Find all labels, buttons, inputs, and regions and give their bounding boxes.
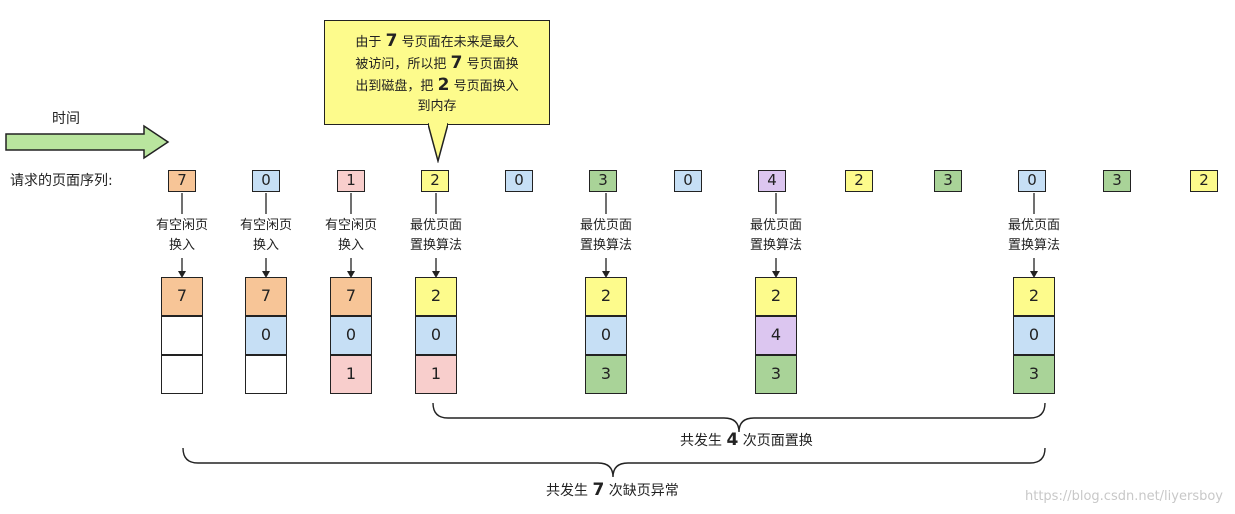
frame-cell: 7 xyxy=(330,277,372,316)
frame-cell: 3 xyxy=(1013,355,1055,394)
step-label-line1: 最优页面 xyxy=(749,218,802,233)
frame-cell: 0 xyxy=(245,316,287,355)
sequence-cell: 2 xyxy=(845,170,873,192)
frame-cell xyxy=(245,355,287,394)
step-label-line1: 最优页面 xyxy=(409,218,462,233)
sequence-cell: 2 xyxy=(1190,170,1218,192)
step-label-line1: 有空闲页 xyxy=(239,218,292,233)
step-label-line1: 有空闲页 xyxy=(155,218,208,233)
time-arrow-icon xyxy=(5,124,170,160)
step-label-line2: 换入 xyxy=(337,238,364,253)
summary-page-faults: 共发生 7 次缺页异常 xyxy=(546,480,679,500)
frame-cell xyxy=(161,355,203,394)
step-label-line2: 置换算法 xyxy=(409,238,462,253)
sequence-cell: 0 xyxy=(1018,170,1046,192)
frame-cell: 7 xyxy=(161,277,203,316)
frame-cell: 2 xyxy=(755,277,797,316)
frame-cell: 3 xyxy=(585,355,627,394)
sequence-cell: 7 xyxy=(168,170,196,192)
step-label-line2: 置换算法 xyxy=(1007,238,1060,253)
step-label-line2: 换入 xyxy=(252,238,279,253)
time-label: 时间 xyxy=(52,111,80,127)
frame-cell: 0 xyxy=(585,316,627,355)
sequence-cell: 3 xyxy=(1103,170,1131,192)
frame-cell: 3 xyxy=(755,355,797,394)
step-label-line2: 换入 xyxy=(168,238,195,253)
frame-cell: 0 xyxy=(330,316,372,355)
frame-cell: 4 xyxy=(755,316,797,355)
frame-cell: 7 xyxy=(245,277,287,316)
sequence-label: 请求的页面序列: xyxy=(10,173,113,189)
frame-cell: 1 xyxy=(330,355,372,394)
sequence-cell: 0 xyxy=(505,170,533,192)
frame-cell: 2 xyxy=(1013,277,1055,316)
sequence-cell: 3 xyxy=(934,170,962,192)
frame-cell: 0 xyxy=(1013,316,1055,355)
frame-cell: 2 xyxy=(415,277,457,316)
sequence-cell: 0 xyxy=(674,170,702,192)
frame-cell: 0 xyxy=(415,316,457,355)
callout-pointer-icon xyxy=(428,123,448,163)
callout-note: 由于 7 号页面在未来是最久 被访问，所以把 7 号页面换 出到磁盘，把 2 号… xyxy=(324,20,550,125)
sequence-cell: 0 xyxy=(252,170,280,192)
step-label-line2: 置换算法 xyxy=(749,238,802,253)
sequence-cell: 3 xyxy=(589,170,617,192)
frame-cell xyxy=(161,316,203,355)
sequence-cell: 4 xyxy=(758,170,786,192)
frame-cell: 1 xyxy=(415,355,457,394)
watermark: https://blog.csdn.net/liyersboy xyxy=(1025,489,1223,504)
step-label-line1: 最优页面 xyxy=(579,218,632,233)
step-label-line1: 最优页面 xyxy=(1007,218,1060,233)
frame-cell: 2 xyxy=(585,277,627,316)
sequence-cell: 2 xyxy=(421,170,449,192)
step-label-line1: 有空闲页 xyxy=(324,218,377,233)
sequence-cell: 1 xyxy=(337,170,365,192)
step-label-line2: 置换算法 xyxy=(579,238,632,253)
summary-replacements: 共发生 4 次页面置换 xyxy=(680,430,813,450)
